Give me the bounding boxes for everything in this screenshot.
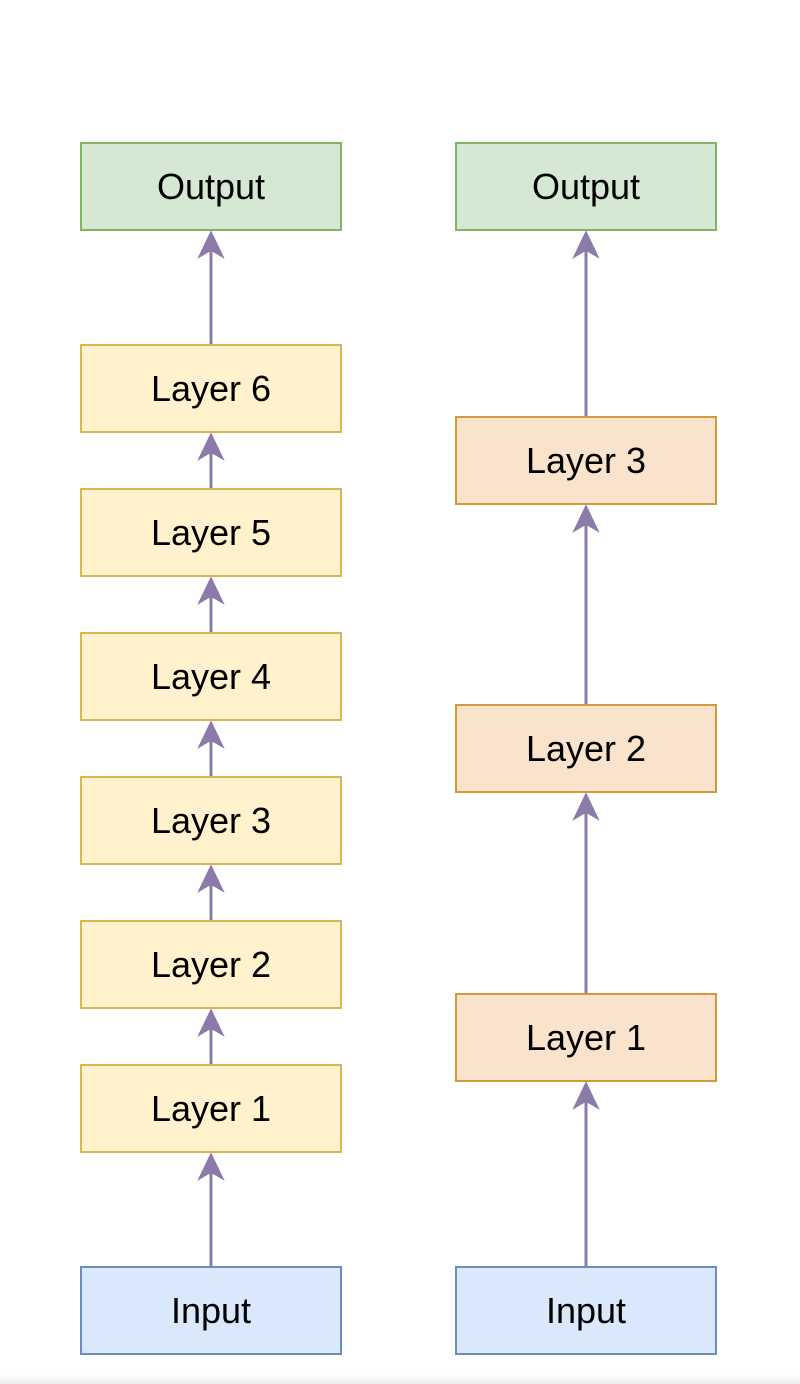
left-layer-1-label: Layer 1 <box>150 1087 272 1129</box>
bottom-edge-shade <box>0 1374 800 1384</box>
right-arrow-layer-1-to-layer-2 <box>572 792 600 993</box>
right-arrow-layer-2-to-layer-3-arrowhead-icon <box>572 504 600 533</box>
right-arrow-layer-3-to-output <box>572 230 600 416</box>
left-input-node: Input <box>80 1266 342 1355</box>
left-arrow-input-to-layer-1-arrowhead-icon <box>197 1152 225 1181</box>
left-arrow-layer-2-to-layer-3-arrowhead-icon <box>197 864 225 893</box>
right-layer-2-node: Layer 2 <box>455 704 717 793</box>
left-arrow-layer-6-to-output <box>197 230 225 344</box>
left-layer-6-node: Layer 6 <box>80 344 342 433</box>
left-arrow-layer-4-to-layer-5-arrowhead-icon <box>197 576 225 605</box>
right-arrow-layer-3-to-output-arrowhead-icon <box>572 230 600 259</box>
left-arrow-input-to-layer-1 <box>197 1152 225 1266</box>
right-arrow-input-to-layer-1-arrowhead-icon <box>572 1081 600 1110</box>
left-arrow-layer-2-to-layer-3 <box>197 864 225 920</box>
right-input-node: Input <box>455 1266 717 1355</box>
left-layer-2-node: Layer 2 <box>80 920 342 1009</box>
right-layer-1-node: Layer 1 <box>455 993 717 1082</box>
right-input-label: Input <box>545 1289 627 1331</box>
right-layer-3-node: Layer 3 <box>455 416 717 505</box>
right-layer-3-label: Layer 3 <box>525 439 647 481</box>
right-arrow-layer-2-to-layer-3 <box>572 504 600 704</box>
left-layer-3-label: Layer 3 <box>150 799 272 841</box>
left-arrow-layer-5-to-layer-6-arrowhead-icon <box>197 432 225 461</box>
left-output-label: Output <box>156 165 266 207</box>
left-layer-5-label: Layer 5 <box>150 511 272 553</box>
left-layer-5-node: Layer 5 <box>80 488 342 577</box>
right-output-node: Output <box>455 142 717 231</box>
left-arrow-layer-1-to-layer-2-arrowhead-icon <box>197 1008 225 1037</box>
left-arrow-layer-5-to-layer-6 <box>197 432 225 488</box>
left-layer-1-node: Layer 1 <box>80 1064 342 1153</box>
left-arrow-layer-4-to-layer-5 <box>197 576 225 632</box>
left-layer-2-label: Layer 2 <box>150 943 272 985</box>
left-arrow-layer-3-to-layer-4-arrowhead-icon <box>197 720 225 749</box>
left-arrow-layer-6-to-output-arrowhead-icon <box>197 230 225 259</box>
right-layer-1-label: Layer 1 <box>525 1016 647 1058</box>
right-output-label: Output <box>531 165 641 207</box>
left-layer-3-node: Layer 3 <box>80 776 342 865</box>
left-arrow-layer-3-to-layer-4 <box>197 720 225 776</box>
right-arrow-layer-1-to-layer-2-arrowhead-icon <box>572 792 600 821</box>
left-layer-4-node: Layer 4 <box>80 632 342 721</box>
right-layer-2-label: Layer 2 <box>525 727 647 769</box>
left-arrow-layer-1-to-layer-2 <box>197 1008 225 1064</box>
left-output-node: Output <box>80 142 342 231</box>
left-layer-4-label: Layer 4 <box>150 655 272 697</box>
right-arrow-input-to-layer-1 <box>572 1081 600 1266</box>
left-input-label: Input <box>170 1289 252 1331</box>
left-layer-6-label: Layer 6 <box>150 367 272 409</box>
